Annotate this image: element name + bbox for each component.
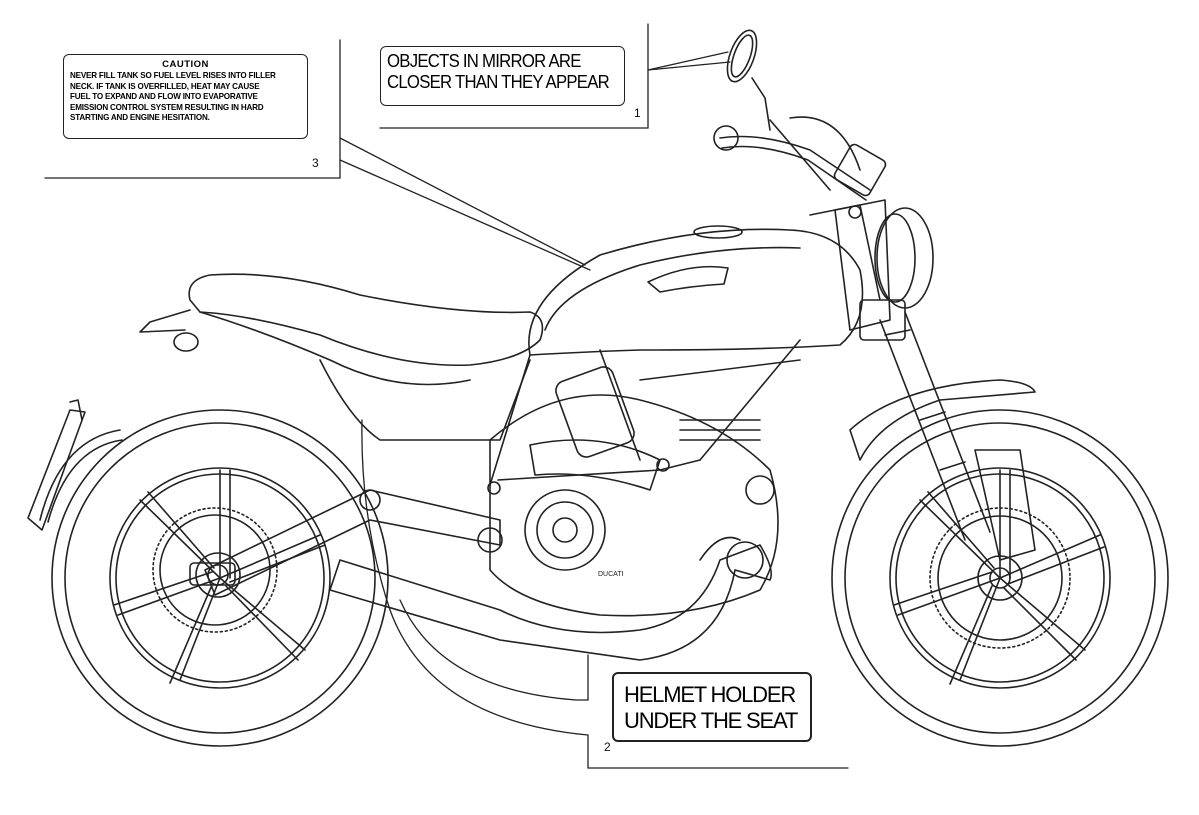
headlight <box>834 199 934 331</box>
rear-wheel <box>51 409 389 747</box>
caution-line: NEVER FILL TANK SO FUEL LEVEL RISES INTO… <box>70 71 276 80</box>
helmet-holder-label: HELMET HOLDER UNDER THE SEAT <box>612 672 812 742</box>
callout-number-3: 3 <box>312 156 319 170</box>
handlebar <box>713 116 887 201</box>
svg-text:DUCATI: DUCATI <box>598 571 624 578</box>
helmet-label-line: HELMET HOLDER <box>624 682 796 707</box>
callout-number-1: 1 <box>634 106 641 120</box>
callout-number-2: 2 <box>604 740 611 754</box>
caution-fuel-label: CAUTION NEVER FILL TANK SO FUEL LEVEL RI… <box>63 54 308 139</box>
front-fork <box>849 299 1036 561</box>
seat <box>139 273 544 386</box>
exhaust <box>329 536 773 661</box>
front-wheel <box>831 409 1169 747</box>
caution-line: STARTING AND ENGINE HESITATION. <box>70 113 210 123</box>
rear-fender <box>27 399 123 531</box>
fuel-tank <box>528 225 864 356</box>
caution-title: CAUTION <box>162 59 209 70</box>
frame <box>319 204 881 495</box>
caution-line: NECK. IF TANK IS OVERFILLED, HEAT MAY CA… <box>70 81 260 91</box>
caution-line: FUEL TO EXPAND AND FLOW INTO EVAPORATIVE <box>70 92 258 102</box>
helmet-label-line: UNDER THE SEAT <box>624 708 798 733</box>
callout-leader-lines <box>44 23 849 769</box>
swingarm <box>189 489 501 596</box>
mirror-label-line: CLOSER THAN THEY APPEAR <box>387 72 610 92</box>
mirror-label-line: OBJECTS IN MIRROR ARE <box>387 51 581 71</box>
mirror-warning-label: OBJECTS IN MIRROR ARE CLOSER THAN THEY A… <box>380 46 625 106</box>
mirror <box>726 29 771 131</box>
caution-text: NEVER FILL TANK SO FUEL LEVEL RISES INTO… <box>70 71 301 124</box>
engine: DUCATI <box>477 366 779 617</box>
caution-line: EMISSION CONTROL SYSTEM RESULTING IN HAR… <box>70 102 264 112</box>
